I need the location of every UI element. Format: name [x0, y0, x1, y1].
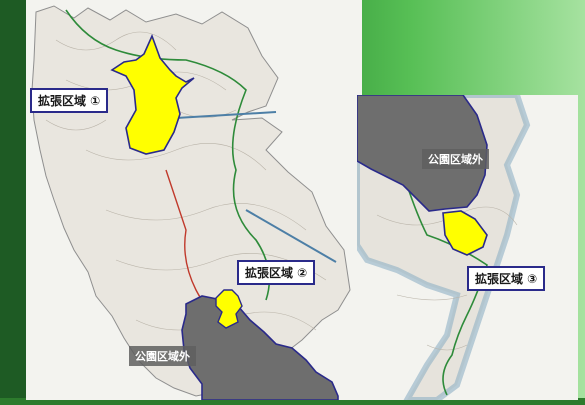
bottom-green-band — [0, 398, 585, 405]
left-map-svg — [26, 0, 362, 400]
green-trail — [65, 9, 271, 301]
left-green-band — [0, 0, 26, 405]
right-island-map[interactable] — [357, 95, 578, 400]
label-expansion-area-2: 拡張区域 ② — [237, 260, 316, 285]
right-map-svg — [357, 95, 578, 400]
expansion-area-3[interactable] — [442, 210, 488, 256]
expansion-area-1[interactable] — [110, 33, 195, 155]
label-outside-park-left: 公園区域外 — [129, 346, 196, 366]
label-expansion-area-3: 拡張区域 ③ — [467, 266, 546, 291]
label-expansion-area-1: 拡張区域 ① — [30, 88, 109, 113]
expansion-area-2[interactable] — [215, 289, 243, 329]
label-outside-park-right: 公園区域外 — [422, 149, 489, 169]
left-island-map[interactable] — [26, 0, 362, 400]
leader-line-2 — [245, 209, 337, 263]
leader-line-1 — [175, 111, 277, 119]
left-island-landmass — [31, 5, 351, 397]
